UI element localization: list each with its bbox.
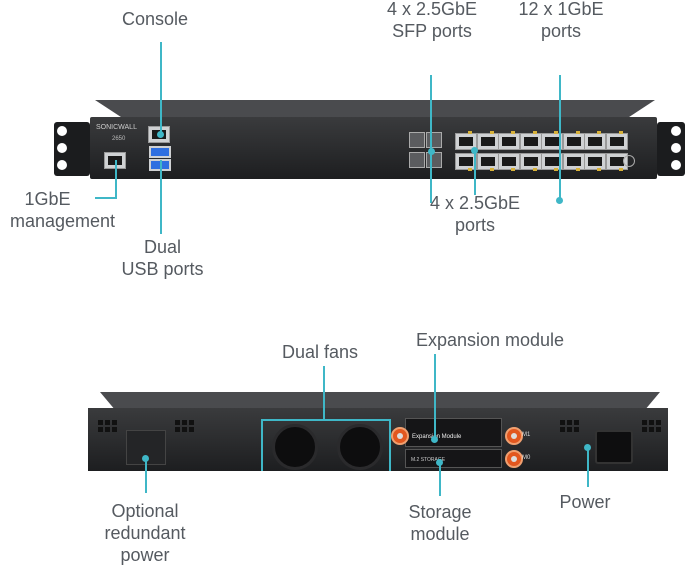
rear-chassis-top xyxy=(100,392,660,412)
label-sfp-ports: 4 x 2.5GbE SFP ports xyxy=(386,0,478,41)
port-led xyxy=(575,131,580,134)
label-console: Console xyxy=(121,9,189,29)
callout-storage-dot xyxy=(436,459,443,466)
rj45-port xyxy=(562,153,585,170)
callout-2.5gbe-line xyxy=(474,150,476,195)
label-expansion-module: Expansion module xyxy=(415,330,565,350)
port-led xyxy=(511,168,515,171)
callout-console-line xyxy=(160,42,162,134)
fan-2 xyxy=(337,424,383,470)
screw-left xyxy=(391,427,409,445)
front-chassis-top xyxy=(95,100,655,122)
vent-right xyxy=(560,420,579,432)
port-led xyxy=(597,131,601,134)
rj45-port xyxy=(476,153,499,170)
callout-1gbe-dot xyxy=(556,197,563,204)
label-power: Power xyxy=(559,492,611,512)
callout-storage-line xyxy=(439,462,441,496)
port-led xyxy=(597,168,601,171)
screw-m0 xyxy=(505,450,523,468)
vent-left xyxy=(98,420,117,432)
port-led xyxy=(618,131,623,134)
callout-sfp-dot xyxy=(428,148,435,155)
left-rack-ear xyxy=(54,122,90,176)
callout-redundant-dot xyxy=(142,455,149,462)
label-dual-fans: Dual fans xyxy=(281,342,359,362)
label-redundant-power: Optional redundant power xyxy=(104,501,186,565)
callout-expansion-dot xyxy=(431,436,438,443)
storage-module-slot: M.2 STORAGE xyxy=(405,449,502,468)
callout-expansion-line xyxy=(434,354,436,439)
label-usb: Dual USB ports xyxy=(121,237,204,279)
rj45-port xyxy=(562,133,585,150)
power-inlet xyxy=(595,430,633,464)
callout-power-dot xyxy=(584,444,591,451)
port-led xyxy=(489,168,494,171)
callout-1gbe-line xyxy=(559,75,561,201)
brand-logo: SONICWALL xyxy=(96,124,137,131)
callout-usb-line xyxy=(160,160,162,234)
model-number: 2650 xyxy=(112,136,126,142)
m1-label: M1 xyxy=(522,432,531,438)
rj45-port xyxy=(584,153,606,170)
callout-fans-v xyxy=(323,366,325,420)
vent-right-2 xyxy=(642,420,661,432)
callout-power-line xyxy=(587,447,589,487)
m0-label: M0 xyxy=(522,455,531,461)
rj45-port xyxy=(519,153,542,170)
usb-port-1 xyxy=(149,146,171,158)
port-led xyxy=(511,131,515,134)
callout-2.5gbe-dot xyxy=(471,147,478,154)
port-led xyxy=(489,131,494,134)
expansion-module-slot: Expansion Module xyxy=(405,418,502,447)
label-2.5gbe-ports: 4 x 2.5GbE ports xyxy=(429,193,521,235)
callout-fans-box xyxy=(261,419,391,471)
callout-mgmt-line xyxy=(95,197,117,199)
rj45-port xyxy=(498,133,520,150)
rj45-port xyxy=(584,133,606,150)
port-led xyxy=(532,131,537,134)
port-led xyxy=(575,168,580,171)
label-12x1gbe: 12 x 1GbE ports xyxy=(518,0,604,41)
callout-mgmt-line-v xyxy=(115,160,117,199)
port-led xyxy=(618,168,623,171)
rj45-port xyxy=(498,153,520,170)
port-led xyxy=(532,168,537,171)
callout-sfp-line xyxy=(430,75,432,203)
right-rack-ear xyxy=(657,122,685,176)
rj45-port xyxy=(605,133,628,150)
vent-left-2 xyxy=(175,420,194,432)
callout-redundant-line xyxy=(145,458,147,493)
rj45-port xyxy=(476,133,499,150)
port-led xyxy=(468,131,472,134)
fan-1 xyxy=(272,424,318,470)
power-button xyxy=(623,155,635,167)
label-management: 1GbE management xyxy=(9,189,116,231)
rj45-port xyxy=(519,133,542,150)
label-storage-module: Storage module xyxy=(408,502,472,544)
screw-m1 xyxy=(505,427,523,445)
port-led xyxy=(554,131,558,134)
port-led xyxy=(554,168,558,171)
callout-console-dot xyxy=(157,131,164,138)
port-led xyxy=(468,168,472,171)
